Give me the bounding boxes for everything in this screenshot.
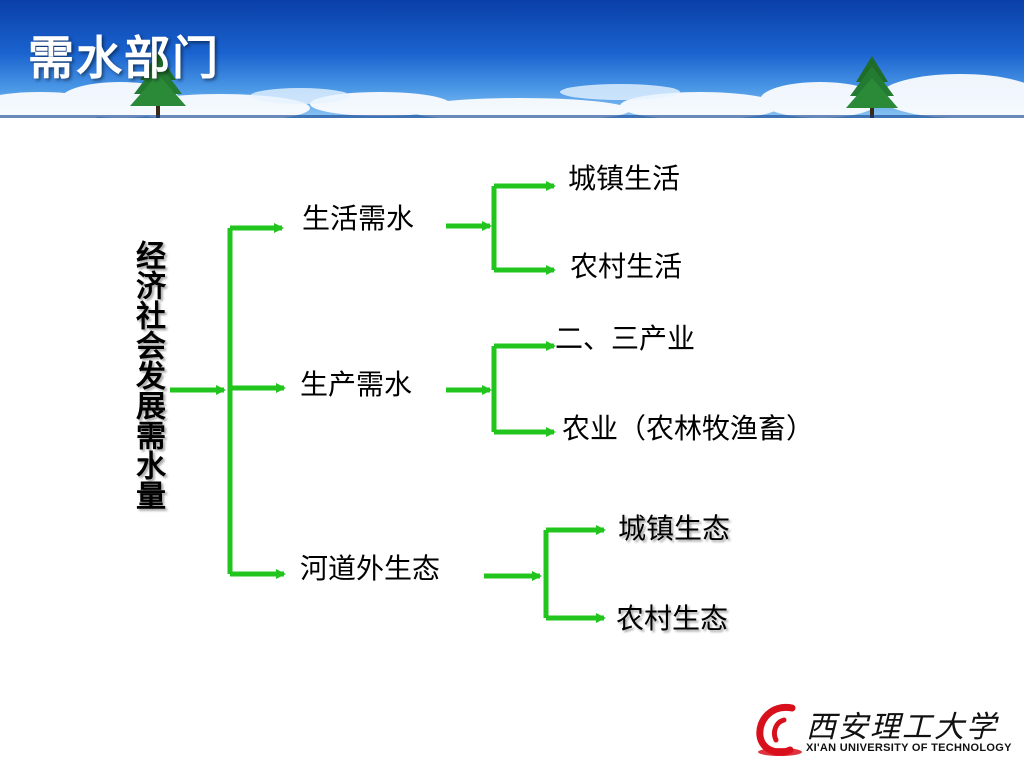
page-title: 需水部门: [28, 31, 220, 85]
branch-label-ecology: 河道外生态: [300, 552, 441, 585]
university-logo: 西安理工大学 XI'AN UNIVERSITY OF TECHNOLOGY: [754, 700, 1016, 760]
root-node-label: 经济社会发展需水量: [130, 240, 165, 510]
leaf-label-rural-domestic: 农村生活: [570, 250, 683, 283]
tree-left-icon: [130, 52, 186, 118]
header-banner: 需水部门: [0, 0, 1024, 118]
tree-right-icon: [846, 56, 898, 118]
leaf-label-urban-ecology: 城镇生态: [618, 512, 731, 545]
university-emblem-icon: [756, 703, 802, 756]
leaf-label-secondary-tertiary: 二、三产业: [555, 322, 696, 355]
leaf-label-urban-domestic: 城镇生活: [568, 162, 681, 195]
university-english-name: XI'AN UNIVERSITY OF TECHNOLOGY: [806, 742, 1012, 754]
branch-label-production: 生产需水: [300, 368, 413, 401]
leaf-label-rural-ecology: 农村生态: [616, 602, 729, 635]
branch-label-domestic: 生活需水: [302, 202, 415, 235]
university-script-name: 西安理工大学: [806, 710, 998, 745]
sky-background: [0, 52, 1024, 118]
leaf-label-agriculture: 农业（农林牧渔畜）: [562, 412, 815, 445]
